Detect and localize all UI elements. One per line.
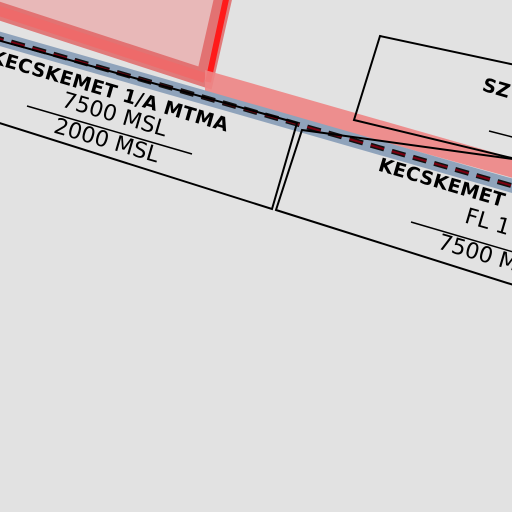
sector-box-2 xyxy=(274,128,512,286)
limit-divider-3 xyxy=(488,130,512,138)
sector-box-1 xyxy=(0,39,299,211)
restricted-area-edge-strong xyxy=(205,0,229,83)
limit-divider-1 xyxy=(26,105,193,155)
restricted-area-strip xyxy=(205,70,512,178)
limit-divider-2 xyxy=(410,221,512,253)
restricted-area-edge xyxy=(0,5,207,83)
sector-box-3 xyxy=(352,34,512,160)
